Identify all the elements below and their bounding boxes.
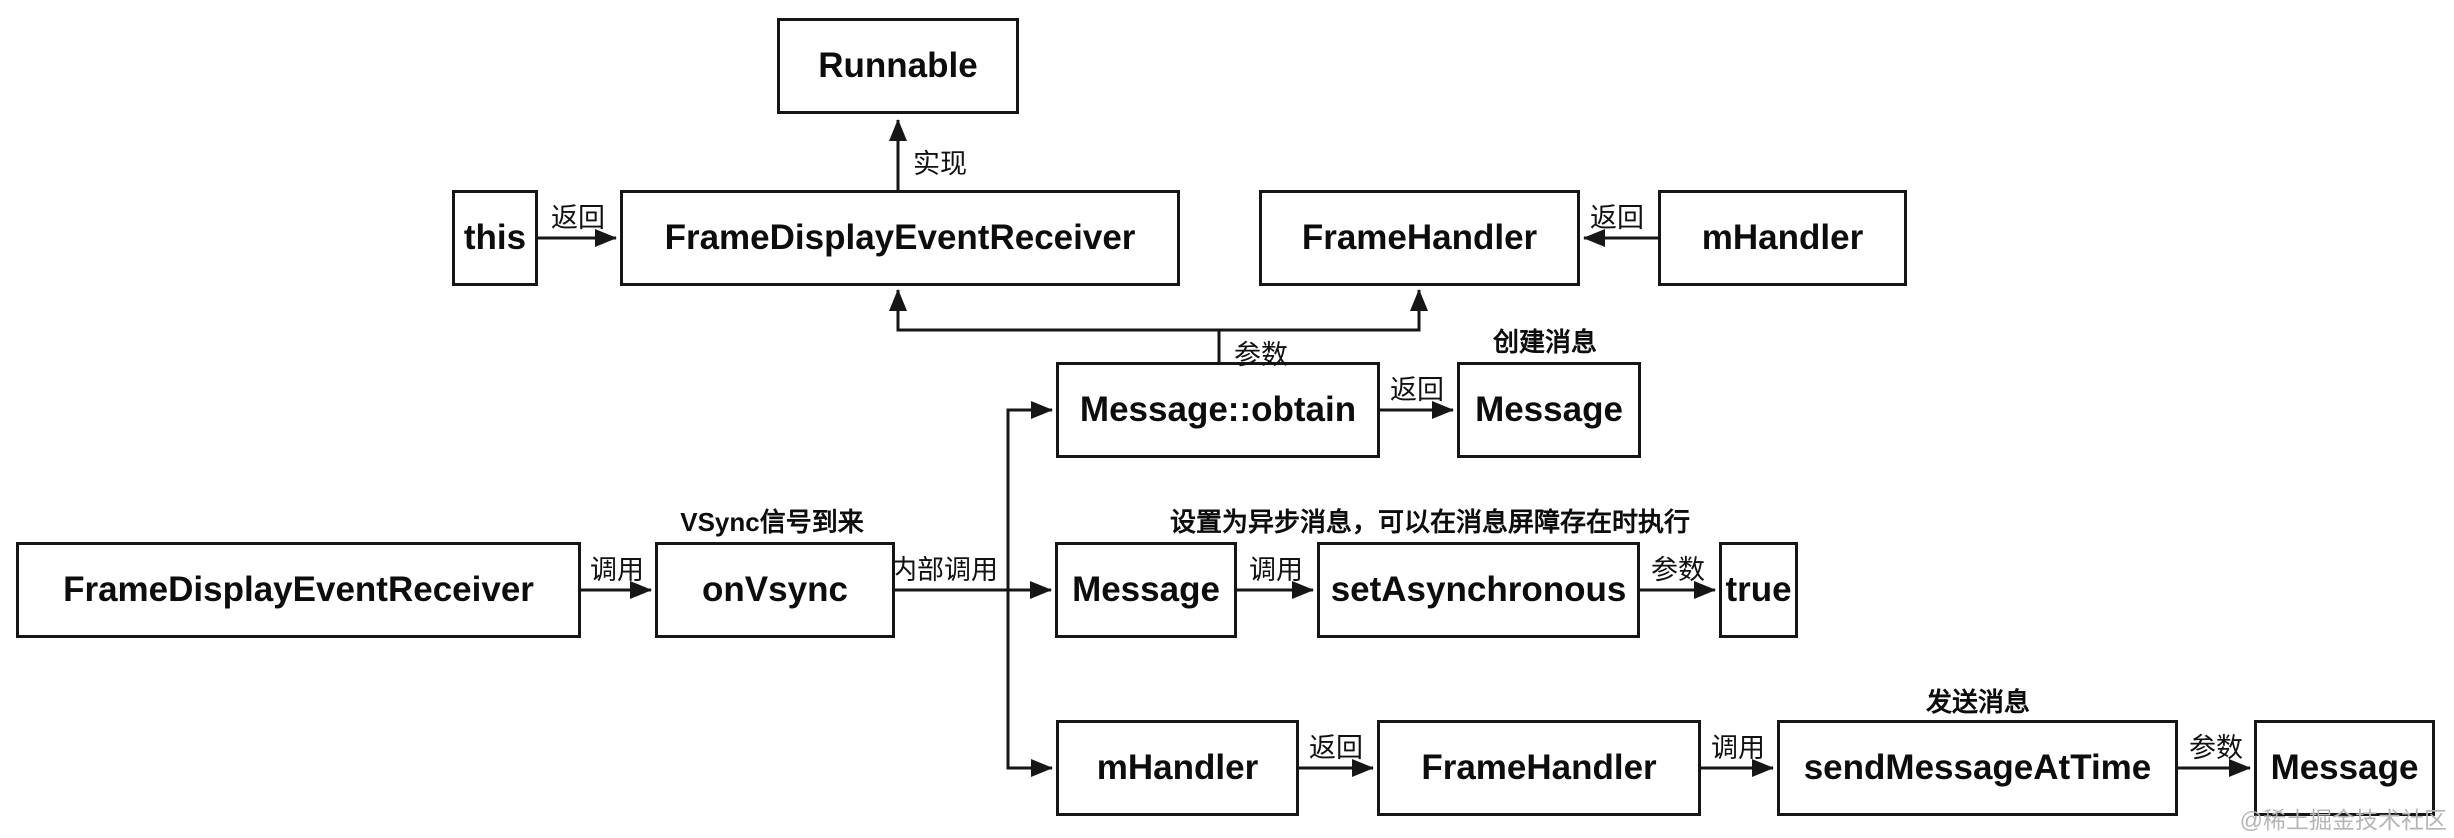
edge-label-param-true: 参数 bbox=[1651, 555, 1705, 585]
edge-label-param-junction: 参数 bbox=[1234, 340, 1288, 370]
edge-label-return-this: 返回 bbox=[551, 203, 605, 233]
box-frame-handler-bottom: FrameHandler bbox=[1377, 720, 1701, 816]
arrow-branch-up-obtain bbox=[1006, 401, 1053, 590]
box-this: this bbox=[452, 190, 538, 286]
edge-label-return-mhandler: 返回 bbox=[1590, 203, 1644, 233]
box-send-message-at-time: sendMessageAtTime bbox=[1777, 720, 2178, 816]
edge-label-implement: 实现 bbox=[913, 149, 967, 179]
arrow-branch-down-mhandler bbox=[1006, 590, 1053, 777]
box-frame-handler-top: FrameHandler bbox=[1259, 190, 1580, 286]
edge-label-param-message: 参数 bbox=[2189, 733, 2243, 763]
box-m-handler-top: mHandler bbox=[1658, 190, 1907, 286]
edge-label-call-setasync: 调用 bbox=[1249, 555, 1303, 585]
box-message-sent: Message bbox=[2254, 720, 2435, 816]
box-set-asynchronous: setAsynchronous bbox=[1317, 542, 1640, 638]
box-message-obtain: Message::obtain bbox=[1056, 362, 1380, 458]
watermark: @稀土掘金技术社区 bbox=[2239, 807, 2447, 833]
edge-label-call-sendmessage: 调用 bbox=[1711, 733, 1765, 763]
caption-send-message: 发送消息 bbox=[1925, 687, 2031, 717]
edge-label-internal-call: 内部调用 bbox=[890, 555, 998, 585]
arrow-param-to-receiver bbox=[889, 289, 1221, 362]
box-frame-display-event-receiver-left: FrameDisplayEventReceiver bbox=[16, 542, 581, 638]
edge-label-call-onvsync: 调用 bbox=[590, 555, 644, 585]
box-frame-display-event-receiver-top: FrameDisplayEventReceiver bbox=[620, 190, 1180, 286]
caption-vsync-arrival: VSync信号到来 bbox=[680, 507, 864, 537]
box-message-mid: Message bbox=[1055, 542, 1237, 638]
box-on-vsync: onVsync bbox=[655, 542, 895, 638]
caption-create-message: 创建消息 bbox=[1492, 327, 1598, 357]
caption-async-note: 设置为异步消息，可以在消息屏障存在时执行 bbox=[1169, 507, 1691, 537]
box-message-created: Message bbox=[1457, 362, 1641, 458]
edge-label-return-obtain: 返回 bbox=[1390, 375, 1444, 405]
box-true: true bbox=[1719, 542, 1798, 638]
box-m-handler-bottom: mHandler bbox=[1056, 720, 1299, 816]
box-runnable: Runnable bbox=[777, 18, 1019, 114]
arrow-param-to-framehandler bbox=[1219, 289, 1428, 332]
edge-label-return-framehandler: 返回 bbox=[1309, 733, 1363, 763]
